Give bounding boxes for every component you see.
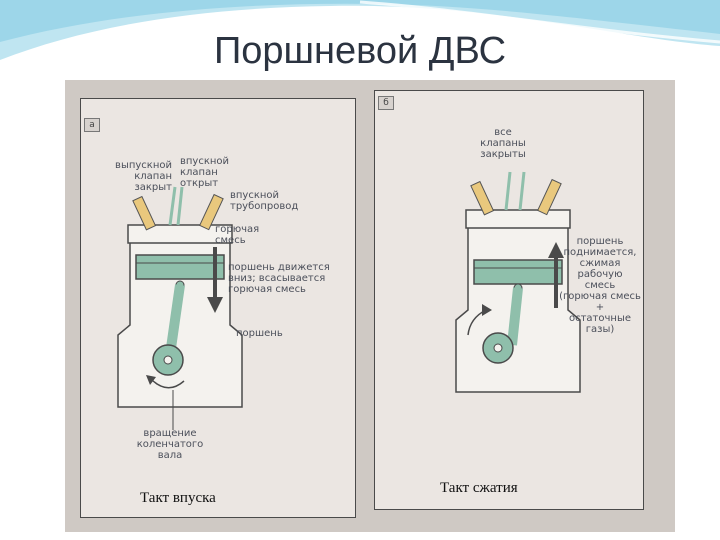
label-intake-pipe: впускной трубопровод — [230, 190, 299, 212]
label-piston-rises: поршень поднимается, сжимая рабочую смес… — [559, 236, 641, 335]
label-valves-closed: все клапаны закрыты — [480, 127, 526, 160]
label-crank-rotation: вращение коленчатого вала — [136, 428, 204, 461]
engine-diagram-compression — [455, 171, 581, 393]
page-title: Поршневой ДВС — [213, 30, 507, 72]
decorative-swoosh — [0, 0, 720, 60]
caption-compression: Такт сжатия — [440, 480, 518, 496]
label-intake-valve: впускной клапан открыт — [180, 156, 230, 189]
label-piston-moves: поршень движется вниз; всасывается горюч… — [228, 262, 330, 295]
crank-label-line — [172, 390, 174, 430]
label-exhaust-valve: выпускной клапан закрыт — [115, 160, 172, 193]
arrow-down-icon — [207, 247, 223, 313]
engine-diagram-intake — [117, 186, 243, 408]
panel-b-tag: б — [378, 96, 394, 110]
panel-a-tag: а — [84, 118, 100, 132]
label-piston: поршень — [236, 328, 283, 339]
label-mixture: горючая смесь — [215, 224, 260, 246]
caption-intake: Такт впуска — [140, 490, 216, 506]
arrow-up-icon — [548, 242, 564, 308]
